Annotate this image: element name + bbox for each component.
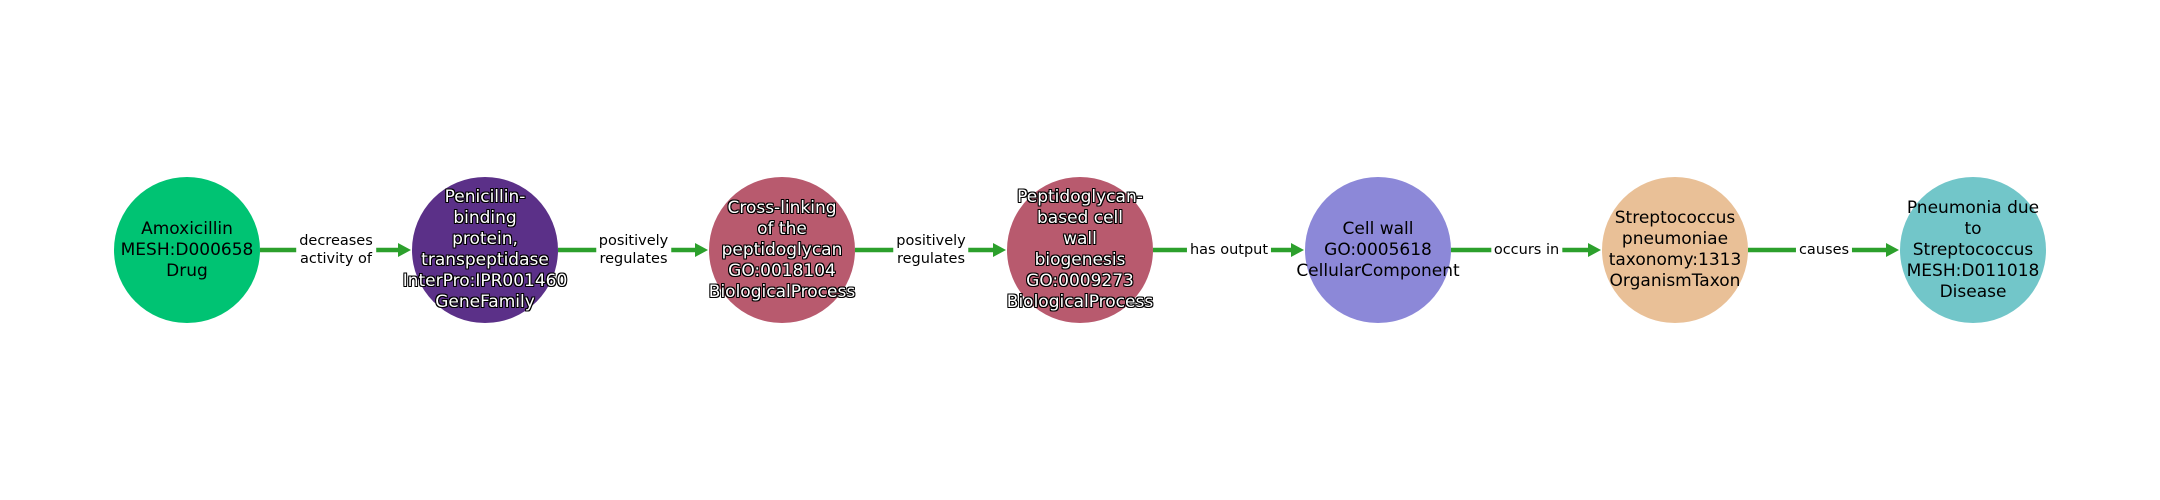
- edge-label: positively regulates: [893, 232, 969, 268]
- edge-label: decreases activity of: [296, 232, 376, 268]
- graph-node[interactable]: Streptococcus pneumoniae taxonomy:1313 O…: [1602, 177, 1748, 323]
- edge-label: causes: [1795, 241, 1853, 259]
- arrowhead-icon: [1886, 243, 1899, 257]
- graph-node[interactable]: Cross-linking of the peptidoglycan GO:00…: [709, 177, 855, 323]
- graph-node[interactable]: Pneumonia due to Streptococcus MESH:D011…: [1900, 177, 2046, 323]
- node-label: Cell wall GO:0005618 CellularComponent: [1296, 218, 1460, 281]
- graph-node[interactable]: Peptidoglycan- based cell wall biogenesi…: [1007, 177, 1153, 323]
- node-label: Cross-linking of the peptidoglycan GO:00…: [708, 197, 856, 302]
- node-label: Pneumonia due to Streptococcus MESH:D011…: [1906, 197, 2040, 302]
- graph-node[interactable]: Amoxicillin MESH:D000658 Drug: [114, 177, 260, 323]
- node-label: Streptococcus pneumoniae taxonomy:1313 O…: [1608, 208, 1742, 291]
- arrowhead-icon: [1588, 243, 1601, 257]
- edge-label: has output: [1186, 241, 1272, 259]
- node-label: Penicillin- binding protein, transpeptid…: [402, 187, 568, 312]
- arrowhead-icon: [398, 243, 411, 257]
- arrowhead-icon: [695, 243, 708, 257]
- node-label: Peptidoglycan- based cell wall biogenesi…: [1006, 187, 1154, 312]
- edge-label: positively regulates: [595, 232, 672, 268]
- arrowhead-icon: [993, 243, 1006, 257]
- arrowhead-icon: [1291, 243, 1304, 257]
- graph-node[interactable]: Penicillin- binding protein, transpeptid…: [403, 177, 567, 323]
- graph-node[interactable]: Cell wall GO:0005618 CellularComponent: [1296, 177, 1460, 323]
- edge-label: occurs in: [1490, 241, 1563, 259]
- node-label: Amoxicillin MESH:D000658 Drug: [120, 218, 254, 281]
